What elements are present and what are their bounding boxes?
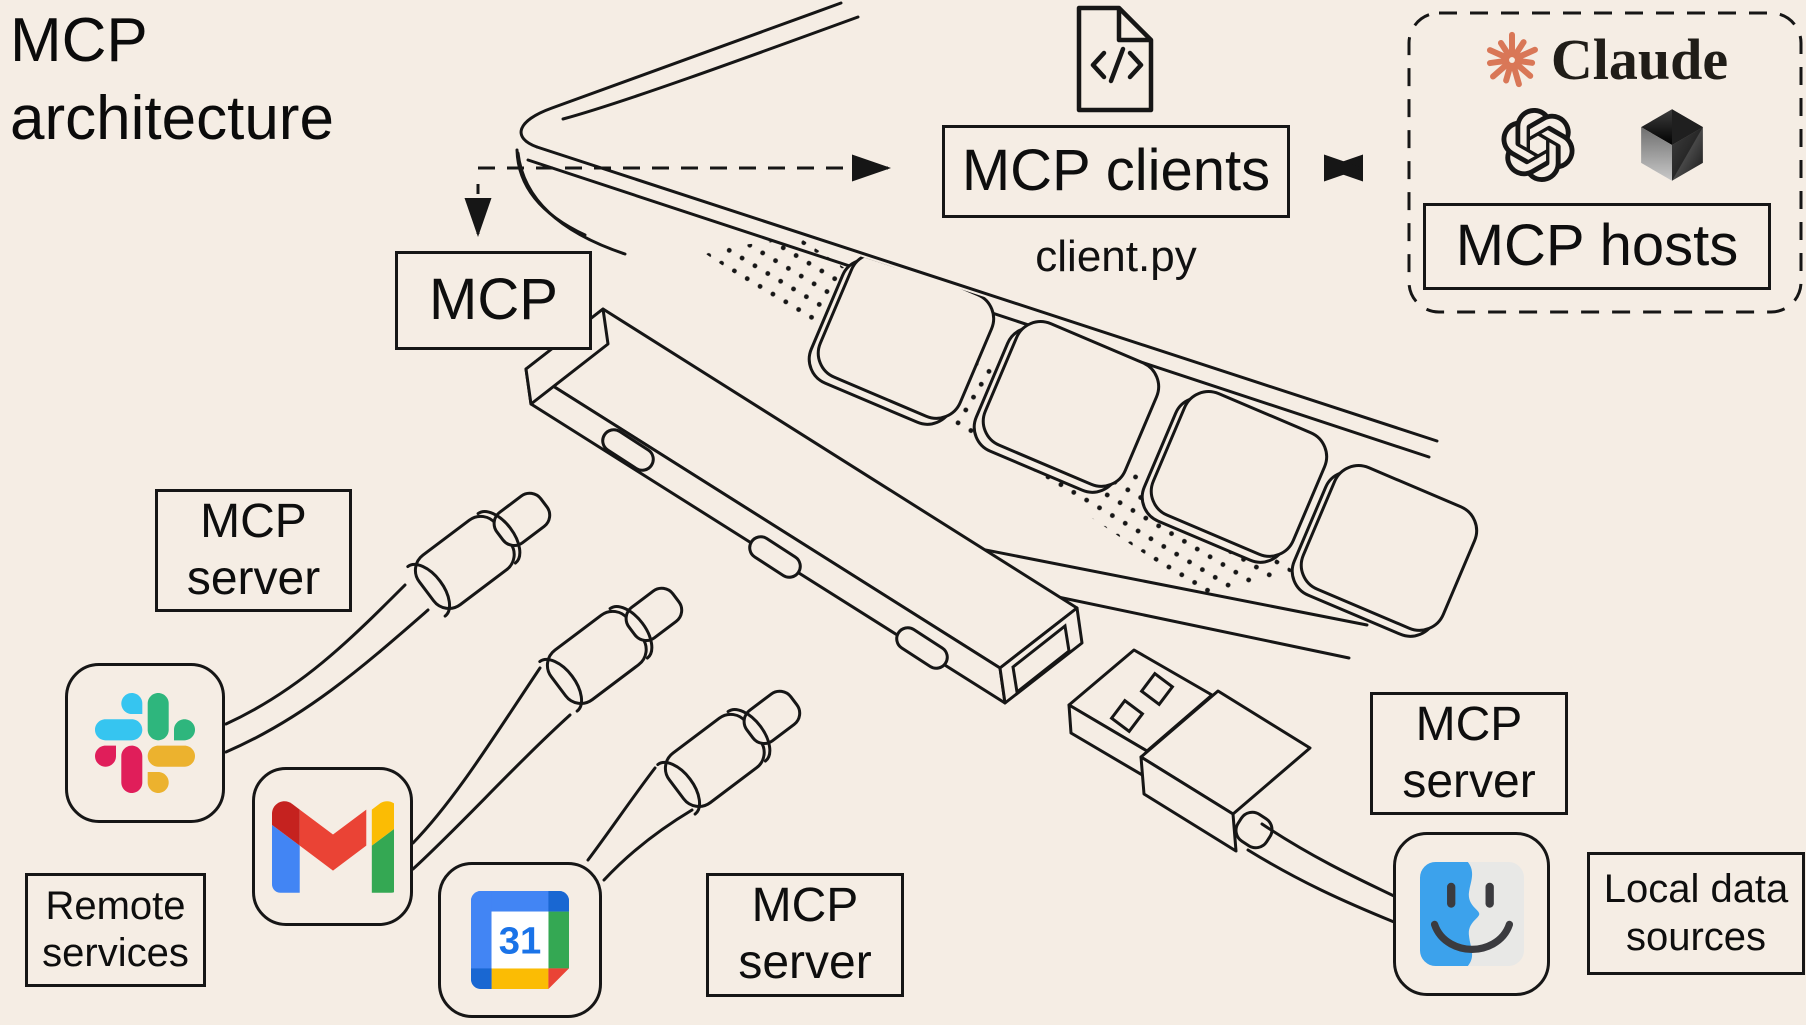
mcp-hosts-container [1407,11,1803,314]
host-app-logos [1408,104,1803,186]
title-line2: architecture [10,83,334,153]
mcp-hosts-box: MCP hosts [1423,203,1771,290]
calendar-day-number: 31 [499,920,542,963]
remote-services-line: services [42,931,189,975]
usb-c-port-slot [748,535,802,579]
mcp-clients-label: MCP clients [961,138,1271,204]
finder-icon [1419,862,1524,966]
slack-icon [95,693,195,793]
claude-logo: Claude [1408,26,1803,93]
google-calendar-icon: 31 [471,891,569,989]
title-line1: MCP [10,6,148,75]
finder-app-tile [1393,832,1550,996]
calendar-cable [586,674,815,882]
gmail-cable [411,571,697,871]
claude-wordmark: Claude [1550,27,1729,92]
local-data-sources-box: Local data sources [1587,852,1805,975]
remote-services-line: Remote [45,883,186,928]
laptop-illustration [515,1,1479,660]
mcp-server-box-remote-1: MCP server [155,489,352,612]
mcp-clients-box: MCP clients [942,125,1290,218]
server-label-line: MCP [1415,697,1523,751]
client-py-filename: client.py [1035,232,1197,281]
slack-cable [224,476,565,754]
server-label-line: server [186,551,321,605]
mcp-hosts-label: MCP hosts [1455,213,1739,279]
usb-c-plug-icon [656,674,815,816]
gmail-icon [271,800,394,893]
page-title: MCP architecture [10,2,334,157]
slack-app-tile [65,663,225,823]
server-label-line: server [1402,754,1536,808]
mcp-protocol-label: MCP [429,267,558,333]
code-file-icon [1076,5,1154,113]
server-label-line: MCP [200,494,307,548]
mcp-server-box-local: MCP server [1370,692,1568,815]
remote-services-box: Remote services [25,873,206,987]
cursor-icon [1640,109,1703,181]
usb-c-plug-icon [538,571,697,713]
usb-a-plug-icon [1067,648,1396,924]
openai-icon [1501,108,1574,182]
usb-c-plug-icon [406,476,565,618]
usb-c-port-slot [601,428,655,472]
calendar-app-tile: 31 [438,862,602,1018]
claude-starburst-icon [1486,31,1538,87]
server-label-line: MCP [751,879,859,933]
local-data-line: sources [1625,914,1767,959]
gmail-app-tile [252,767,413,926]
usb-c-port-slot [895,626,949,670]
local-data-line: Local data [1603,867,1789,912]
server-label-line: server [738,936,872,989]
mcp-protocol-box: MCP [395,251,592,350]
mcp-server-box-remote-2: MCP server [706,873,904,997]
